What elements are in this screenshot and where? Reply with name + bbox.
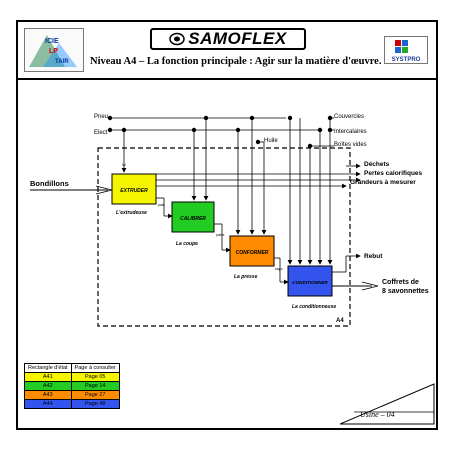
brand-name: SAMOFLEX xyxy=(188,29,287,48)
header-band xyxy=(16,20,438,80)
flow-label-2: pains xyxy=(216,233,225,237)
system-boundary xyxy=(97,147,351,327)
input-label-pneu: Pneu xyxy=(94,114,108,120)
box-extruder-machine: L'extrudeuse xyxy=(116,210,147,216)
svg-text:LP: LP xyxy=(49,48,58,55)
legend-row: A43 Page 27 xyxy=(24,390,120,400)
output-final: Coffrets de 8 savonnettes xyxy=(382,279,429,295)
legend-page: Page 14 xyxy=(70,381,120,391)
legend-row: A41 Page 05 xyxy=(24,372,120,382)
samoflex-logo: SAMOFLEX xyxy=(150,28,306,50)
legend-row: A44 Page 48 xyxy=(24,399,120,409)
box-conditionner xyxy=(287,265,333,297)
legend-code: A44 xyxy=(24,399,72,409)
input-label-elect: Elect xyxy=(94,130,108,136)
systpro-text: SYSTPRO xyxy=(392,57,421,63)
page-frame xyxy=(16,20,438,430)
legend-header-state: Rectangle d'état xyxy=(24,363,72,373)
flow-label-1: pate xyxy=(158,203,165,207)
box-conditionner-label: CONDITIONNER xyxy=(292,280,328,285)
legend-row: A42 Page 14 xyxy=(24,381,120,391)
box-calibrer-machine: La coupe xyxy=(176,241,198,247)
legend-header-row: Rectangle d'état Page à consulter xyxy=(24,363,120,373)
diagram-id: A4 xyxy=(336,318,344,324)
input-label-boites: Boîtes vides xyxy=(334,142,367,148)
input-label-couvercles: Couvercles xyxy=(334,114,364,120)
svg-text:W: W xyxy=(122,162,126,167)
legend-page: Page 48 xyxy=(70,399,120,409)
output-pertes: Pertes calorifiques xyxy=(364,170,423,177)
box-extruder xyxy=(111,173,157,205)
box-conformer-machine: La presse xyxy=(234,274,258,280)
svg-text:ICIE: ICIE xyxy=(45,38,59,45)
legend-page: Page 27 xyxy=(70,390,120,400)
footer-corner xyxy=(340,383,435,425)
output-dechets: Déchets xyxy=(364,161,390,168)
box-conformer-label: CONFORMER xyxy=(236,250,269,256)
input-label-intercalaires: Intercalaires xyxy=(334,129,367,135)
box-conditionner-machine: La conditionneuse xyxy=(292,304,336,310)
legend-code: A42 xyxy=(24,381,72,391)
legend-code: A41 xyxy=(24,372,72,382)
page-title: Niveau A4 – La fonction principale : Agi… xyxy=(90,56,382,67)
systpro-logo: SYSTPRO xyxy=(384,36,428,64)
school-logo: ICIE LP TAIR xyxy=(24,28,84,72)
legend-table: Rectangle d'état Page à consulter A41 Pa… xyxy=(24,363,120,409)
input-label-huile: Huile xyxy=(264,138,278,144)
footer-page-id: Usine – 04 xyxy=(360,410,395,419)
legend-page: Page 05 xyxy=(70,372,120,382)
output-grandeurs: Grandeurs à mesurer xyxy=(350,179,416,186)
main-input-label: Bondillons xyxy=(30,179,69,188)
legend-code: A43 xyxy=(24,390,72,400)
box-calibrer xyxy=(171,201,215,233)
flow-label-3: sapo xyxy=(275,267,283,271)
box-calibrer-label: CALIBRER xyxy=(180,216,206,222)
box-extruder-label: EXTRUDER xyxy=(120,188,148,194)
brand-emblem-icon xyxy=(169,32,186,46)
output-rebut: Rebut xyxy=(364,253,383,260)
svg-text:TAIR: TAIR xyxy=(55,59,69,65)
legend-header-page: Page à consulter xyxy=(70,363,120,373)
